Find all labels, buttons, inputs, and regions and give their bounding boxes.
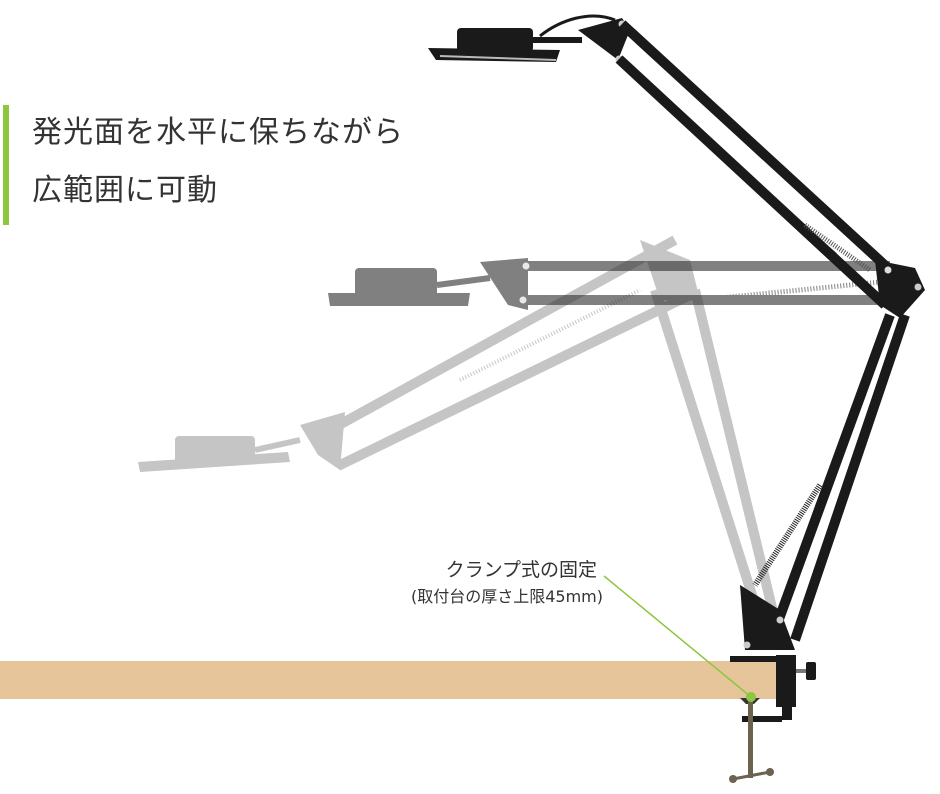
headline-line-1: 発光面を水平に保ちながら: [32, 115, 404, 150]
clamp-callout-note: (取付台の厚さ上限45mm): [410, 587, 603, 606]
desk-surface: [0, 661, 784, 699]
headline-line-2: 広範囲に可動: [32, 173, 218, 208]
lamp-ghost-horizontal: [328, 258, 890, 310]
callout-leader: [603, 575, 756, 702]
clamp-callout-title: クランプ式の固定: [445, 559, 597, 581]
clamp-callout: クランプ式の固定 (取付台の厚さ上限45mm): [411, 556, 603, 610]
headline: 発光面を水平に保ちながら 広範囲に可動: [32, 104, 404, 220]
lamp-ghost-lowered: [138, 235, 780, 622]
lamp-raised: [428, 14, 925, 783]
accent-bar: [3, 105, 9, 225]
